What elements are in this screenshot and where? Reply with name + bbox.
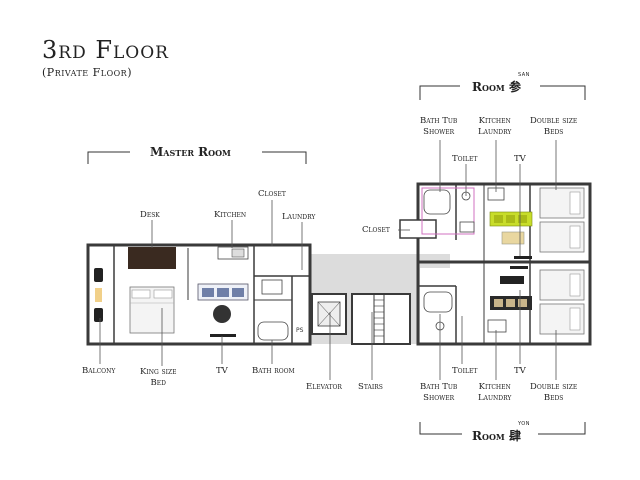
room-yon-double-size-beds-label: Double size Beds bbox=[530, 382, 578, 403]
room-san-heading-text: Room bbox=[472, 80, 505, 94]
room-san-bracket bbox=[419, 85, 586, 100]
room-yon-cabinet-icon bbox=[500, 276, 524, 284]
bathtub-icon bbox=[423, 291, 453, 313]
kitchen-label: Kitchen bbox=[214, 210, 247, 220]
balcony-table-icon bbox=[95, 288, 102, 302]
bath-room-label: Bath room bbox=[252, 366, 295, 376]
room-yon-tv-icon bbox=[510, 266, 528, 269]
room-san-sofa-icon bbox=[489, 211, 533, 227]
elevator-label: Elevator bbox=[306, 382, 342, 392]
room-san-double-size-beds-label: Double size Beds bbox=[530, 116, 578, 137]
room-yon-kanji: 肆 bbox=[508, 429, 521, 443]
stairs-icon bbox=[351, 293, 411, 345]
master-room-walls bbox=[86, 243, 312, 346]
room-yon-bracket bbox=[419, 422, 586, 435]
room-san-tv-icon bbox=[514, 256, 532, 259]
room-yon-kitchen-laundry-label: Kitchen Laundry bbox=[478, 382, 512, 403]
master-tv-label: TV bbox=[216, 366, 228, 376]
room-yon-beds-icon bbox=[539, 269, 585, 335]
bathtub-icon bbox=[257, 321, 289, 341]
room-san-romaji: SAN bbox=[518, 72, 530, 78]
desk-label: Desk bbox=[140, 210, 160, 220]
laundry-label: Laundry bbox=[282, 212, 316, 222]
balcony-chair-icon bbox=[94, 268, 103, 282]
desk-icon bbox=[128, 247, 176, 269]
leader-lines bbox=[99, 140, 557, 380]
room-san-kanji: 参 bbox=[508, 80, 521, 94]
room-yon-walls bbox=[416, 260, 592, 346]
room-yon-toilet-label: Toilet bbox=[452, 366, 478, 376]
washbasin-icon bbox=[459, 221, 475, 233]
king-size-bed-label: King size Bed bbox=[140, 367, 177, 388]
closet-pink-outline bbox=[421, 187, 475, 235]
room-yon-sofa-icon bbox=[490, 296, 532, 310]
room-san-bath-tub-shower-label: Bath Tub Shower bbox=[420, 116, 458, 137]
room-san-heading: Room 参 bbox=[472, 78, 521, 95]
balcony-chair-icon bbox=[94, 308, 103, 322]
floor-subtitle: (Private Floor) bbox=[42, 66, 132, 79]
elevator-icon bbox=[311, 293, 347, 335]
room-yon-romaji: YON bbox=[518, 421, 530, 427]
master-room-bracket bbox=[87, 151, 307, 164]
round-table-icon bbox=[213, 305, 231, 323]
room-yon-heading: Room 肆 bbox=[472, 427, 521, 444]
washbasin-icon bbox=[261, 279, 283, 295]
room-yon-heading-text: Room bbox=[472, 429, 505, 443]
closet-label: Closet bbox=[258, 189, 286, 199]
room-san-kitchen-laundry-label: Kitchen Laundry bbox=[478, 116, 512, 137]
sofa-icon bbox=[197, 283, 249, 301]
kitchen-counter-icon bbox=[487, 319, 507, 333]
stairs-label: Stairs bbox=[358, 382, 383, 392]
master-room-heading: Master Room bbox=[150, 145, 231, 159]
room-san-tv-label: TV bbox=[514, 154, 526, 164]
room-yon-tv-label: TV bbox=[514, 366, 526, 376]
floor-title: 3rd Floor bbox=[42, 36, 169, 64]
king-size-bed-icon bbox=[129, 286, 175, 334]
room-san-closet-label: Closet bbox=[362, 225, 390, 235]
balcony-label: Balcony bbox=[82, 366, 116, 376]
room-san-table-icon bbox=[501, 231, 525, 245]
kitchen-sink-icon bbox=[231, 248, 245, 258]
bathtub-icon bbox=[423, 189, 451, 215]
room-yon-bath-tub-shower-label: Bath Tub Shower bbox=[420, 382, 458, 403]
master-tv-icon bbox=[210, 334, 236, 337]
room-san-beds-icon bbox=[539, 187, 585, 253]
ps-mark: PS bbox=[296, 327, 304, 334]
room-san-toilet-label: Toilet bbox=[452, 154, 478, 164]
